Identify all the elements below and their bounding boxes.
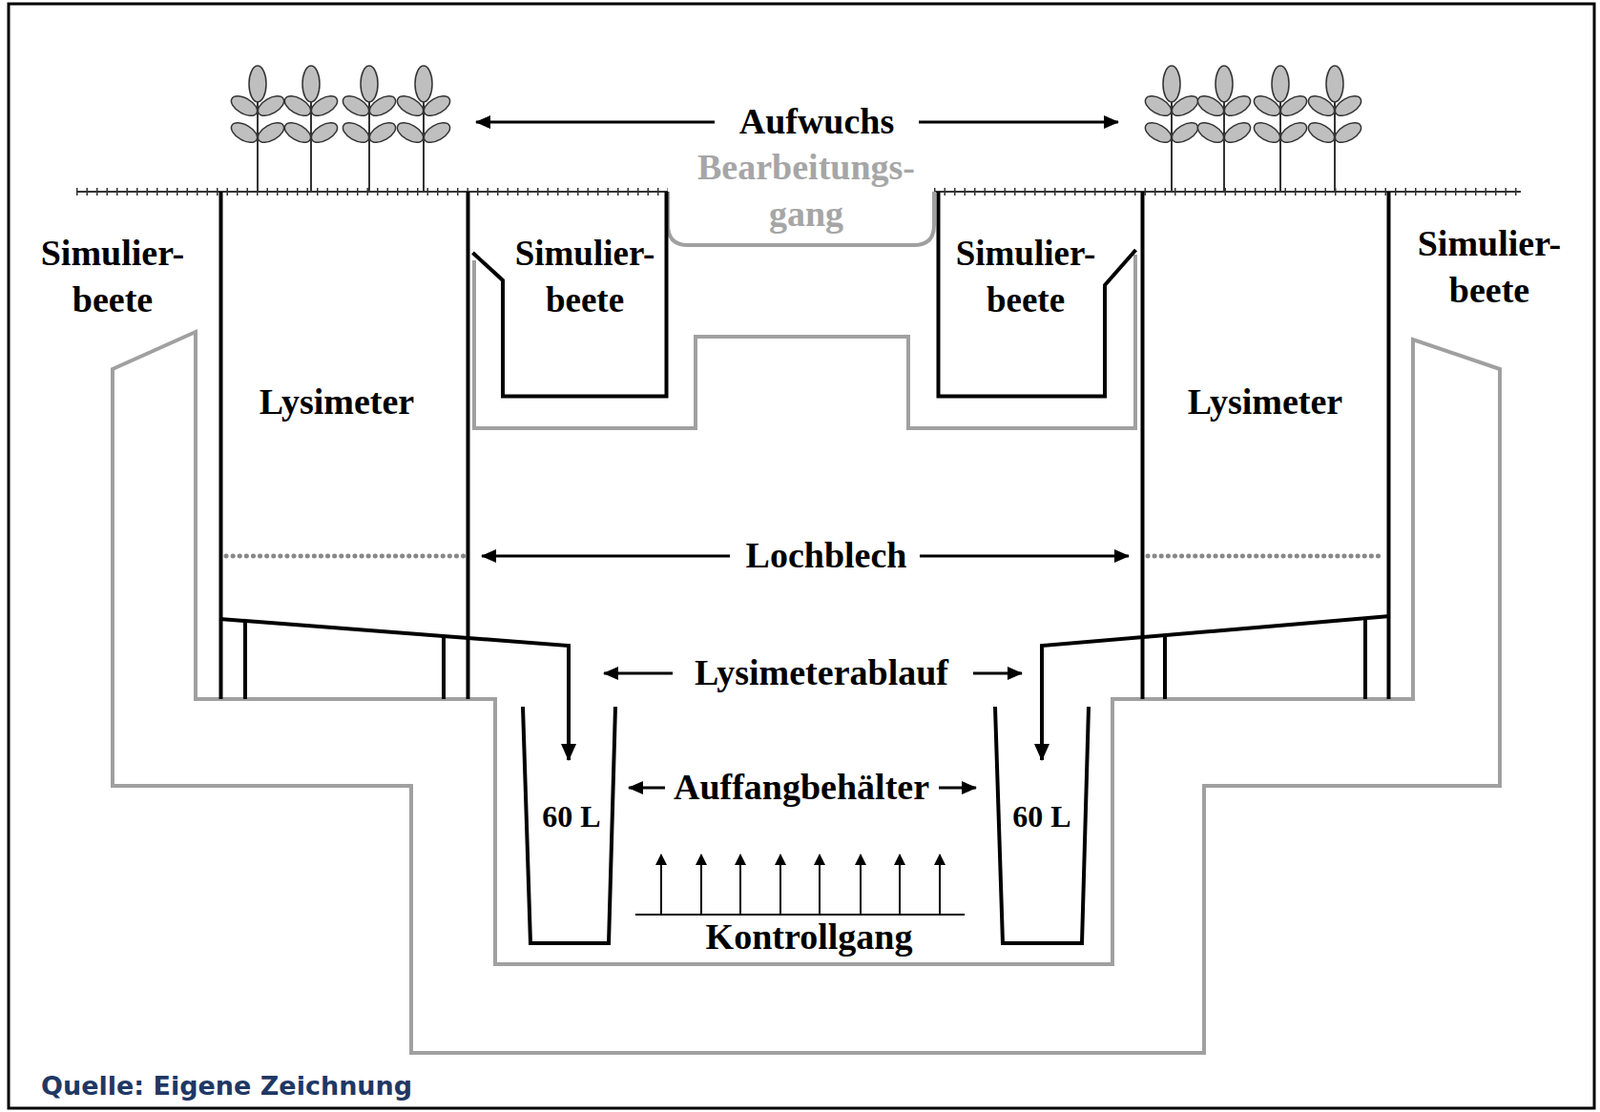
construction-outline: [112, 332, 1500, 1054]
callout-label: Simulier- beete: [1417, 220, 1562, 314]
support-post: [243, 621, 248, 700]
callout-label: Lochblech: [746, 535, 908, 578]
up-arrow: [938, 854, 941, 915]
up-arrow: [739, 854, 742, 915]
bed-container: Simulier- beete: [936, 191, 1138, 398]
up-arrow: [700, 854, 703, 915]
support-post: [1163, 635, 1167, 700]
collection-tank-wall: [522, 706, 616, 944]
collection-tank: 60 L: [992, 760, 1092, 946]
lysimeter-box-wall: [1142, 191, 1390, 700]
node-label: Simulier- beete: [515, 229, 656, 324]
ground-ticks: [76, 187, 668, 196]
plant-symbol: [228, 65, 288, 192]
callout-label: Kontrollgang: [706, 916, 914, 959]
bed-container: Simulier- beete: [471, 191, 668, 398]
callout-label: Lysimeterablauf: [694, 652, 949, 695]
pointer-arrow: [973, 672, 1022, 676]
perforated-plate: [226, 554, 465, 560]
plant-symbol: [339, 65, 399, 192]
plants-right: [1142, 65, 1365, 192]
plant-symbol: [281, 65, 341, 192]
node-label: Lysimeter: [259, 381, 416, 424]
callout-label: Simulier- beete: [41, 229, 186, 324]
pointer-arrow: [481, 555, 730, 559]
ground-line: [76, 190, 668, 193]
lysimeter-box-outline: [1141, 191, 1391, 700]
lysimeter-supports: [245, 618, 1366, 700]
pointer-arrow: [476, 121, 715, 125]
bed-container-wall: [473, 191, 667, 397]
bed-container-wall: [938, 191, 1137, 397]
plants-left: [228, 65, 454, 192]
plant-symbol: [1250, 65, 1310, 192]
ground-ticks: [934, 187, 1521, 196]
support-post: [1363, 618, 1368, 700]
plant-symbol: [394, 65, 454, 192]
source-caption: Quelle: Eigene Zeichnung: [41, 1071, 413, 1102]
callout-label: Aufwuchs: [739, 101, 895, 144]
access-corridor-arrows: [635, 854, 965, 915]
drain-connector: [1041, 616, 1391, 761]
plant-symbol: [1142, 65, 1202, 192]
pointer-arrow: [919, 555, 1129, 559]
pointer-arrow: [603, 672, 673, 676]
ground-line: [934, 190, 1521, 193]
lysimeter-box: Lysimeter: [219, 191, 470, 700]
up-arrow: [779, 854, 782, 915]
node-label: Lysimeter: [1187, 381, 1344, 424]
pointer-arrow: [938, 787, 977, 790]
pointer-arrow: [628, 787, 665, 790]
lysimeter-box-outline: [219, 191, 470, 700]
lysimeter-box: Lysimeter: [1141, 191, 1391, 700]
collection-tank: 60 L: [519, 760, 619, 946]
up-arrow: [859, 854, 862, 915]
pointer-arrow: [918, 121, 1119, 125]
plant-symbol: [1194, 65, 1254, 192]
outer-frame: [8, 3, 1595, 1109]
perforated-plate: [1147, 554, 1385, 560]
lysimeter-box-wall: [221, 191, 469, 700]
corridor-floor: [635, 914, 965, 916]
ground-line: [76, 191, 1521, 193]
up-arrow: [660, 854, 663, 915]
node-label: Simulier- beete: [955, 229, 1097, 324]
up-arrow: [898, 854, 901, 915]
up-arrow: [818, 854, 821, 915]
drain-connector: [219, 619, 569, 761]
node-label: 60 L: [1012, 799, 1071, 835]
node-label: 60 L: [541, 799, 601, 835]
plant-symbol: [1305, 65, 1365, 192]
label-arrows: [476, 122, 1129, 789]
callout-label: Auffangbehälter: [673, 767, 930, 810]
collection-tank-wall: [995, 706, 1089, 944]
support-post: [441, 636, 446, 700]
callout-label: Bearbeitungs- gang: [697, 144, 915, 238]
